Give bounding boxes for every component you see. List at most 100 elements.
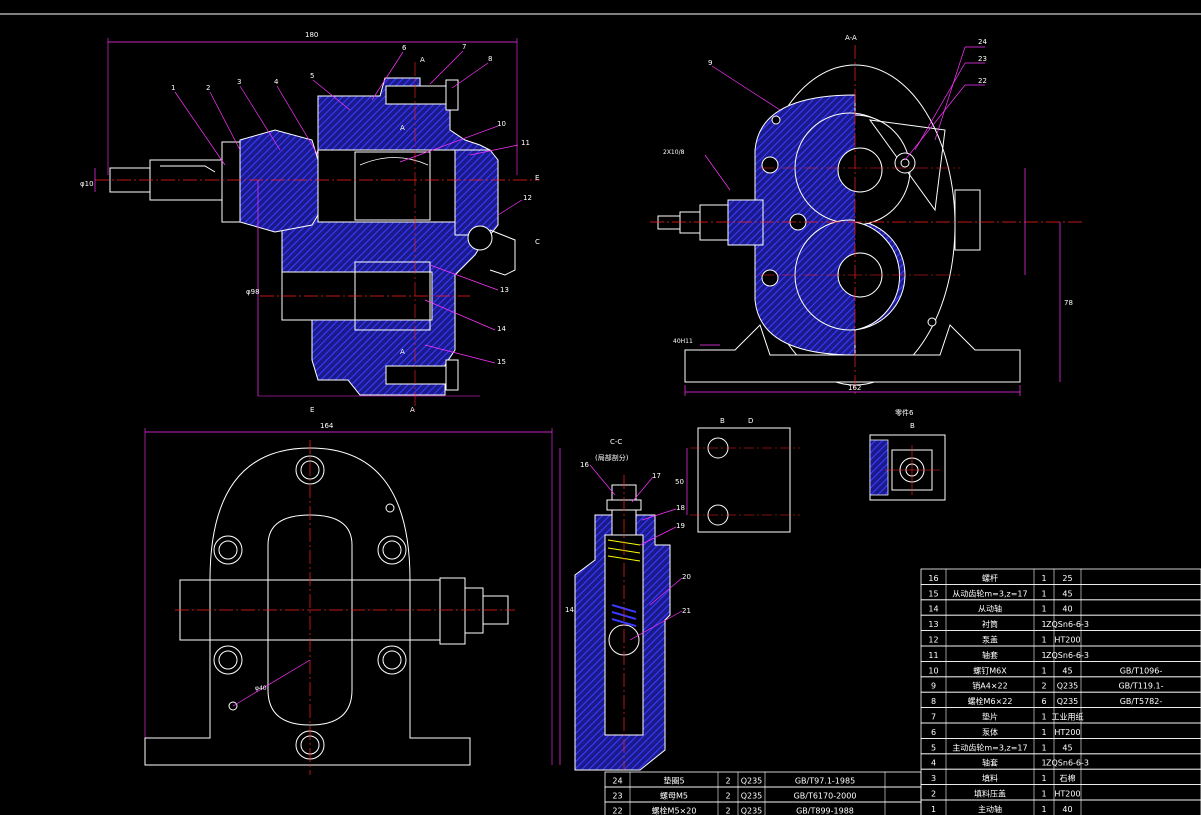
- bom-right-cell-std: GB/T5782-: [1120, 697, 1163, 706]
- front-dim-78: 78: [1064, 299, 1073, 307]
- bom-right-cell-qty: 1: [1041, 666, 1046, 675]
- bom-right-cell-mat: 工业用纸: [1052, 712, 1084, 722]
- section-mark-c: C: [535, 238, 540, 246]
- bom-right-cell-qty: 2: [1041, 682, 1046, 691]
- cc-balloon-20: 20: [682, 573, 691, 581]
- detail-b-label: B: [720, 417, 725, 425]
- bom-right-cell-name: 垫片: [982, 712, 998, 722]
- bom-bottom-cell-no: 22: [612, 807, 622, 815]
- detail-b-view: B D 50: [675, 417, 800, 533]
- bom-bottom-cell-mat: Q235: [741, 807, 763, 815]
- bom-right-cell-no: 1: [931, 805, 936, 814]
- side-balloon-15: 15: [497, 358, 506, 366]
- cc-balloon-19: 19: [676, 522, 685, 530]
- bom-right-cell-mat: 45: [1062, 589, 1072, 598]
- bom-right-cell-mat: HT200: [1054, 636, 1080, 645]
- bottom-dim-height: 142: [565, 606, 578, 614]
- dim-side-height: φ98: [246, 288, 260, 296]
- bom-right-row: 1 主动轴 1 40: [920, 799, 1201, 815]
- bom-right-cell-no: 15: [928, 589, 938, 598]
- bom-right-cell-qty: 1: [1041, 774, 1046, 783]
- bom-right-cell-mat: HT200: [1054, 790, 1080, 799]
- front-dim-162: 162: [848, 384, 861, 392]
- front-view-a-a: A-A 78: [650, 34, 1085, 396]
- bom-right-row: 8 螺栓M6×22 6 Q235 GB/T5782-: [920, 691, 1201, 709]
- bom-right-cell-mat: 40: [1062, 605, 1072, 614]
- bom-right-cell-qty: 1: [1041, 620, 1046, 629]
- side-balloon-13: 13: [500, 286, 509, 294]
- side-balloon-4: 4: [274, 78, 279, 86]
- side-balloon-5: 5: [310, 72, 314, 80]
- bottom-dim-phi40: φ40: [255, 685, 267, 692]
- bom-right-row: 14 从动轴 1 40: [920, 599, 1201, 616]
- inner-mark-a1: A: [400, 124, 405, 132]
- bom-right-cell-mat: 石棉: [1060, 773, 1076, 783]
- section-mark-e-bottom: E: [310, 406, 314, 414]
- bom-right-cell-name: 从动轴: [978, 604, 1002, 614]
- bom-right-cell-mat: Q235: [1057, 682, 1079, 691]
- bom-right-cell-qty: 6: [1041, 697, 1046, 706]
- bom-right-cell-std: GB/T119.1-: [1118, 682, 1163, 691]
- bom-right-cell-name: 主动轴: [978, 804, 1002, 814]
- dim-shaft-dia: φ10: [80, 180, 94, 188]
- bom-right-cell-no: 12: [928, 636, 938, 645]
- section-mark-a-top: A: [420, 56, 425, 64]
- bom-right-cell-mat: Q235: [1057, 697, 1079, 706]
- bom-right-cell-no: 13: [928, 620, 938, 629]
- bom-right-cell-no: 8: [931, 697, 936, 706]
- front-note-2x10: 2X10/8: [663, 149, 685, 156]
- section-mark-e-right: E: [535, 174, 539, 182]
- bom-right-cell-mat: 25: [1062, 574, 1072, 583]
- detail-part6-title: 零件6: [895, 408, 914, 417]
- side-balloon-3: 3: [237, 78, 241, 86]
- section-c-c: C-C (局部剖分) 16 17 18 19 20 21: [574, 438, 691, 771]
- bom-right-cell-qty: 1: [1041, 605, 1046, 614]
- bom-bottom-cell-qty: 2: [725, 777, 730, 786]
- bom-right-cell-qty: 1: [1041, 805, 1046, 814]
- bottom-view: 164 142 φ40: [144, 422, 578, 775]
- bom-right-cell-name: 螺杆: [982, 573, 998, 583]
- bom-right-cell-mat: ZQSn6-6-3: [1046, 620, 1089, 629]
- front-view-title: A-A: [845, 34, 857, 42]
- side-balloon-2: 2: [206, 84, 210, 92]
- detail-part6-label: B: [910, 422, 915, 430]
- bom-right-cell-no: 9: [931, 682, 936, 691]
- bom-bottom-cell-std: GB/T97.1-1985: [795, 777, 855, 786]
- side-balloon-6: 6: [402, 44, 407, 52]
- bom-right-cell-no: 11: [928, 651, 938, 660]
- front-balloon-24: 24: [978, 38, 987, 46]
- front-balloon-22: 22: [978, 77, 987, 85]
- bom-bottom-cell-no: 23: [612, 792, 622, 801]
- bom-right-row: 9 销A4×22 2 Q235 GB/T119.1-: [920, 676, 1201, 693]
- bom-right-cell-name: 泵盖: [982, 635, 998, 645]
- detail-b-sublabel: D: [748, 417, 753, 425]
- bom-bottom-cell-qty: 2: [725, 792, 730, 801]
- bom-right-cell-qty: 1: [1041, 743, 1046, 752]
- bom-right-cell-mat: ZQSn6-6-3: [1046, 759, 1089, 768]
- section-cc-title: C-C: [610, 438, 622, 446]
- bom-right-cell-qty: 1: [1041, 713, 1046, 722]
- side-section-view: 180 φ98 φ10: [80, 31, 540, 414]
- front-dim-40h11: 40H11: [673, 338, 693, 345]
- side-balloon-1: 1: [171, 84, 175, 92]
- bom-bottom-cell-name: 螺栓M5×20: [652, 806, 697, 815]
- bom-right-cell-no: 14: [928, 605, 938, 614]
- front-balloon-9: 9: [708, 59, 712, 67]
- bom-right-cell-name: 螺栓M6×22: [968, 696, 1013, 706]
- bom-right-cell-qty: 1: [1041, 651, 1046, 660]
- bom-right-cell-name: 销A4×22: [972, 681, 1007, 691]
- bom-right-cell-mat: 40: [1062, 805, 1072, 814]
- cc-balloon-17: 17: [652, 472, 661, 480]
